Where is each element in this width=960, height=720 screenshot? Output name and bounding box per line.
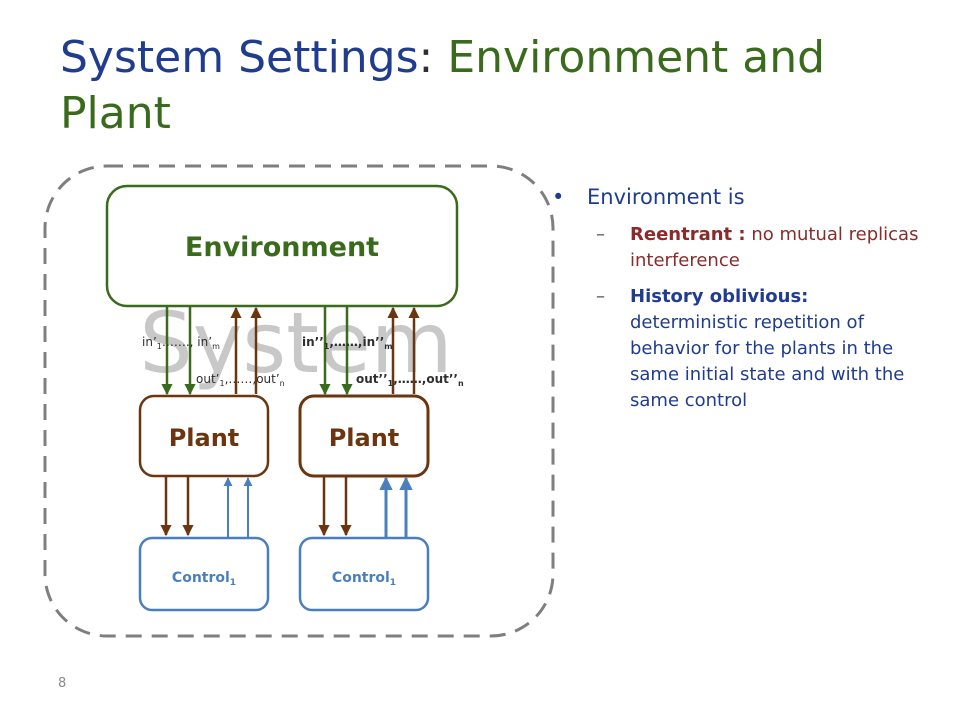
title-colon: : bbox=[418, 32, 434, 83]
system-watermark: System bbox=[139, 294, 452, 392]
plant-label-right: Plant bbox=[329, 424, 400, 452]
in-label-right: in’’1,……,in’’m bbox=[302, 335, 393, 351]
title-part-2: Environment and Plant bbox=[60, 32, 826, 139]
system-boundary bbox=[43, 164, 555, 638]
reentrant-key: Reentrant : bbox=[630, 224, 746, 245]
plant-box-right bbox=[298, 394, 430, 478]
environment-label: Environment bbox=[185, 232, 379, 263]
title-part-1: System Settings bbox=[60, 32, 419, 83]
control-box-left bbox=[138, 536, 270, 612]
bullet-history-oblivious: –History oblivious: deterministic repeti… bbox=[596, 286, 905, 411]
bullet-reentrant: –Reentrant : no mutual replicas interfer… bbox=[596, 224, 919, 271]
control-label-left: Control1 bbox=[172, 570, 236, 588]
in-label-left: in’1……., in’m bbox=[142, 335, 220, 351]
plant-box-left bbox=[138, 394, 270, 478]
slide-title: System Settings: Environment and Plant bbox=[60, 30, 920, 142]
control-box-right bbox=[298, 536, 430, 612]
history-text: deterministic repetition of behavior for… bbox=[630, 312, 905, 411]
out-label-left: out’1,……,out’n bbox=[196, 372, 285, 388]
bullet-main: Environment is bbox=[552, 182, 932, 212]
control-label-right: Control1 bbox=[332, 570, 396, 588]
history-key: History oblivious: bbox=[630, 286, 809, 307]
out-label-right: out’’1,……,out’’n bbox=[356, 372, 464, 388]
page-number: 8 bbox=[58, 676, 67, 691]
environment-box bbox=[105, 184, 459, 308]
plant-label-left: Plant bbox=[169, 424, 240, 452]
reentrant-text: no mutual replicas interference bbox=[630, 224, 919, 271]
bullet-list: Environment is –Reentrant : no mutual re… bbox=[552, 182, 932, 414]
